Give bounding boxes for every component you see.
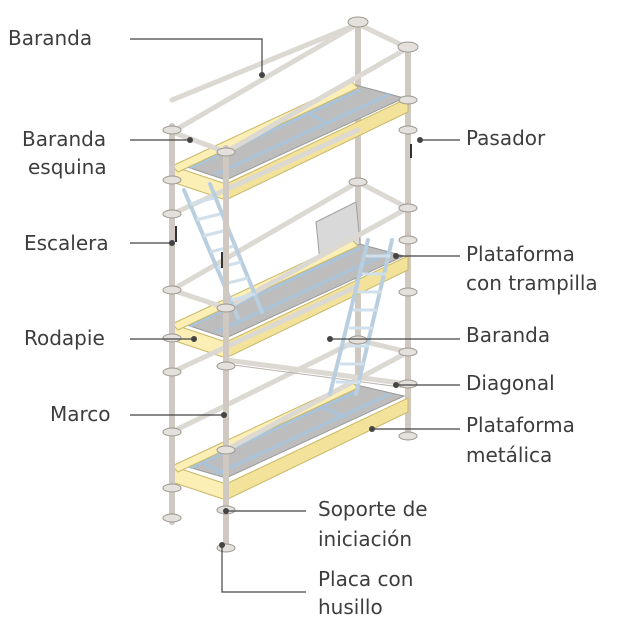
ladder-lower: [328, 238, 394, 396]
label-soporte-line2: iniciación: [318, 527, 412, 551]
label-escalera: Escalera: [24, 231, 109, 255]
label-plataforma-trampilla-line1: Plataforma: [466, 242, 575, 266]
label-rodapie: Rodapie: [24, 326, 105, 350]
label-baranda-esquina-line1: Baranda: [22, 127, 106, 151]
pins: [175, 144, 412, 268]
metal-platform-top: [171, 81, 409, 201]
metal-platform-bottom: [171, 381, 409, 501]
label-baranda-top: Baranda: [8, 26, 92, 50]
label-soporte-line1: Soporte de: [318, 497, 428, 521]
label-placa-line2: husillo: [318, 595, 383, 619]
labels: Baranda Baranda esquina Escalera Rodapie…: [8, 26, 598, 619]
leader-lines: [130, 38, 460, 593]
guardrails: [169, 21, 411, 453]
diagonal-brace: [223, 357, 411, 389]
label-marco: Marco: [50, 402, 111, 426]
label-baranda-right: Baranda: [466, 323, 550, 347]
rosettes: [162, 16, 419, 523]
label-pasador: Pasador: [466, 126, 546, 150]
label-diagonal: Diagonal: [466, 371, 555, 395]
label-baranda-esquina-line2: esquina: [28, 155, 107, 179]
label-placa-line1: Placa con: [318, 567, 413, 591]
label-plataforma-metalica-line2: metálica: [466, 443, 552, 467]
label-plataforma-trampilla-line2: con trampilla: [466, 271, 598, 295]
front-posts: [169, 123, 229, 549]
label-plataforma-metalica-line1: Plataforma: [466, 413, 575, 437]
base-plate: [216, 517, 236, 553]
